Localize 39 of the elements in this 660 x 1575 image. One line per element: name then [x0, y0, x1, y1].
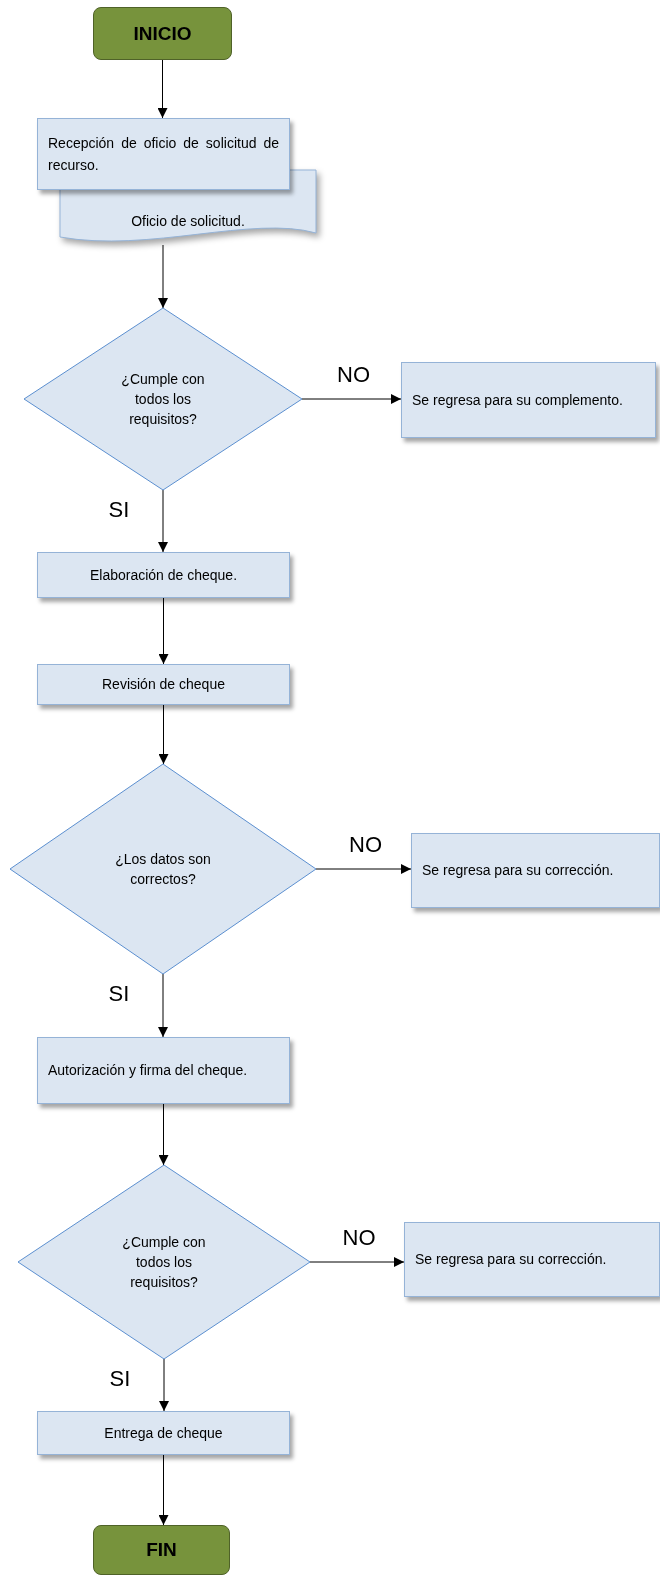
- arrow: [301, 394, 402, 404]
- decision-question: ¿Los datos son correctos?: [114, 849, 212, 889]
- terminal-label: INICIO: [133, 22, 192, 45]
- arrow: [158, 1103, 169, 1166]
- arrow: [159, 1358, 169, 1412]
- terminal-box: [93, 7, 232, 60]
- arrow: [158, 973, 168, 1038]
- arrow: [158, 1454, 169, 1526]
- process-box: [411, 833, 660, 908]
- process-box: [37, 664, 290, 705]
- step-text: Elaboración de cheque.: [88, 565, 239, 585]
- step-text: Se regresa para su complemento.: [412, 390, 624, 410]
- process-box: [37, 118, 290, 190]
- step-text: Oficio de solicitud.: [131, 212, 245, 229]
- process-box: [404, 1222, 660, 1297]
- arrow: [158, 489, 168, 553]
- terminal-box: [93, 1525, 230, 1575]
- process-box: [37, 1411, 290, 1455]
- decision-question: ¿Cumple con todos los requisitos?: [120, 369, 206, 430]
- step-text: Revisión de cheque: [101, 675, 226, 695]
- decision-diamond: [10, 764, 316, 974]
- process-box: [401, 362, 656, 438]
- decision-question: ¿Cumple con todos los requisitos?: [121, 1232, 207, 1293]
- decision-diamond: [18, 1165, 310, 1359]
- step-text: Recepción de oficio de solicitud de recurso.: [48, 133, 279, 175]
- arrow: [158, 597, 169, 665]
- step-text: Entrega de cheque: [103, 1423, 224, 1443]
- terminal-label: FIN: [146, 1539, 177, 1561]
- step-text: Se regresa para su corrección.: [415, 1250, 608, 1270]
- arrow: [157, 59, 168, 119]
- step-text: Se regresa para su corrección.: [422, 861, 615, 881]
- arrow: [158, 244, 168, 309]
- decision-diamond: [24, 308, 302, 490]
- process-box: [37, 552, 290, 598]
- arrow: [158, 704, 169, 765]
- arrow: [309, 1257, 405, 1267]
- step-text: Autorización y firma del cheque.: [48, 1061, 249, 1081]
- process-box: [37, 1037, 290, 1104]
- arrow: [315, 864, 412, 874]
